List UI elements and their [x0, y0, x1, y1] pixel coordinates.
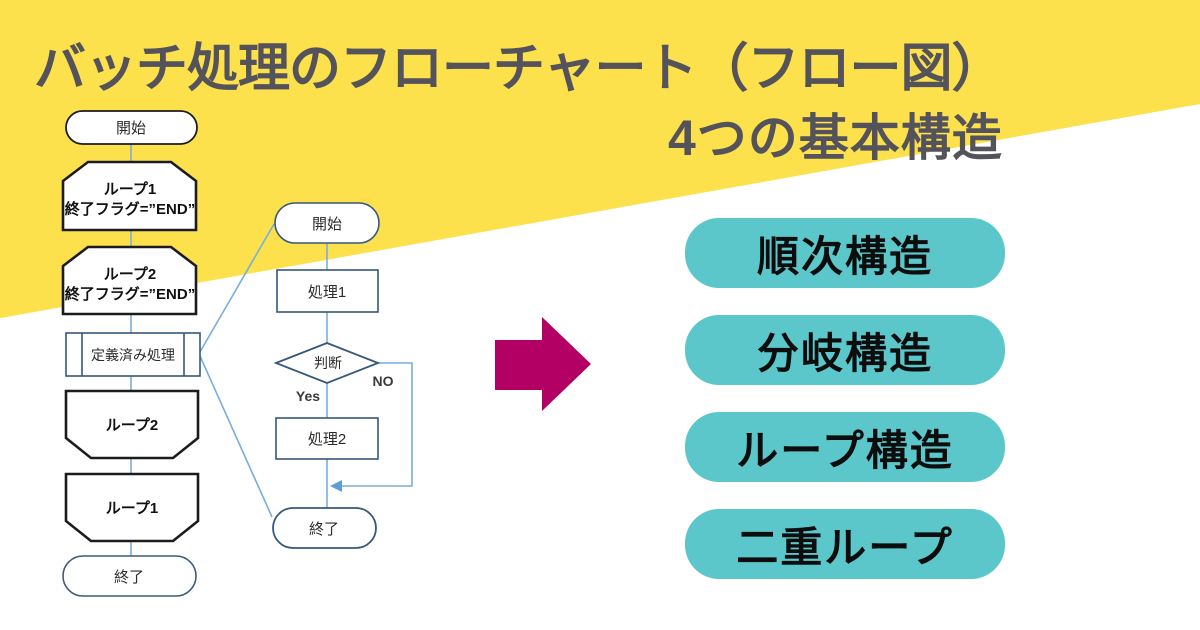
- loop2-begin-condition: 終了フラグ=”END”: [65, 285, 195, 303]
- no-loopback-arrowhead: [330, 480, 342, 492]
- loop2-end-label: ループ2: [106, 417, 158, 434]
- structure-pill-double-loop-label: 二重ループ: [736, 523, 954, 571]
- structure-pill-branch-label: 分岐構造: [756, 329, 933, 377]
- middle-flowchart-connectors: [326, 243, 413, 508]
- loop1-end-shape: ループ1: [64, 472, 200, 543]
- structure-pill-double-loop[interactable]: 二重ループ: [685, 509, 1005, 579]
- process1-label: 処理1: [308, 284, 346, 301]
- process2-label: 処理2: [308, 431, 346, 448]
- structure-pill-loop-label: ループ構造: [736, 426, 954, 474]
- middle-start-label: 開始: [312, 216, 342, 233]
- yes-branch-label: Yes: [296, 388, 320, 404]
- decision-diamond: 判断: [273, 342, 381, 384]
- left-start-terminator: 開始: [65, 110, 198, 145]
- predefined-process-shape: 定義済み処理: [65, 332, 201, 377]
- loop1-begin-shape: ループ1 終了フラグ=”END”: [61, 160, 198, 232]
- process1-shape: 処理1: [276, 269, 379, 313]
- no-branch-label: NO: [373, 373, 394, 389]
- loop1-end-label: ループ1: [106, 500, 158, 517]
- structure-pill-loop[interactable]: ループ構造: [685, 412, 1005, 482]
- loop1-begin-label: ループ1: [104, 181, 156, 198]
- predefined-process-label: 定義済み処理: [91, 347, 175, 363]
- page-title: バッチ処理のフローチャート（フロー図）: [34, 40, 1003, 98]
- structure-pill-branch[interactable]: 分岐構造: [685, 315, 1005, 385]
- middle-end-label: 終了: [309, 521, 339, 538]
- page-subtitle: 4つの基本構造: [668, 110, 1003, 166]
- loop2-begin-shape: ループ2 終了フラグ=”END”: [61, 245, 198, 316]
- middle-start-terminator: 開始: [274, 202, 380, 244]
- structure-pill-sequential-label: 順次構造: [756, 232, 933, 280]
- left-start-label: 開始: [116, 120, 146, 137]
- middle-end-terminator: 終了: [272, 507, 377, 549]
- left-end-label: 終了: [114, 569, 144, 586]
- process2-shape: 処理2: [275, 417, 379, 460]
- loop2-end-shape: ループ2: [64, 389, 200, 460]
- structure-pill-sequential[interactable]: 順次構造: [685, 218, 1005, 288]
- loop2-begin-label: ループ2: [104, 266, 156, 283]
- right-arrow-icon: [495, 317, 591, 411]
- decision-label: 判断: [314, 355, 342, 371]
- loop1-begin-condition: 終了フラグ=”END”: [65, 200, 195, 218]
- predefined-process-expansion-lines: [199, 223, 275, 518]
- left-end-terminator: 終了: [62, 555, 197, 597]
